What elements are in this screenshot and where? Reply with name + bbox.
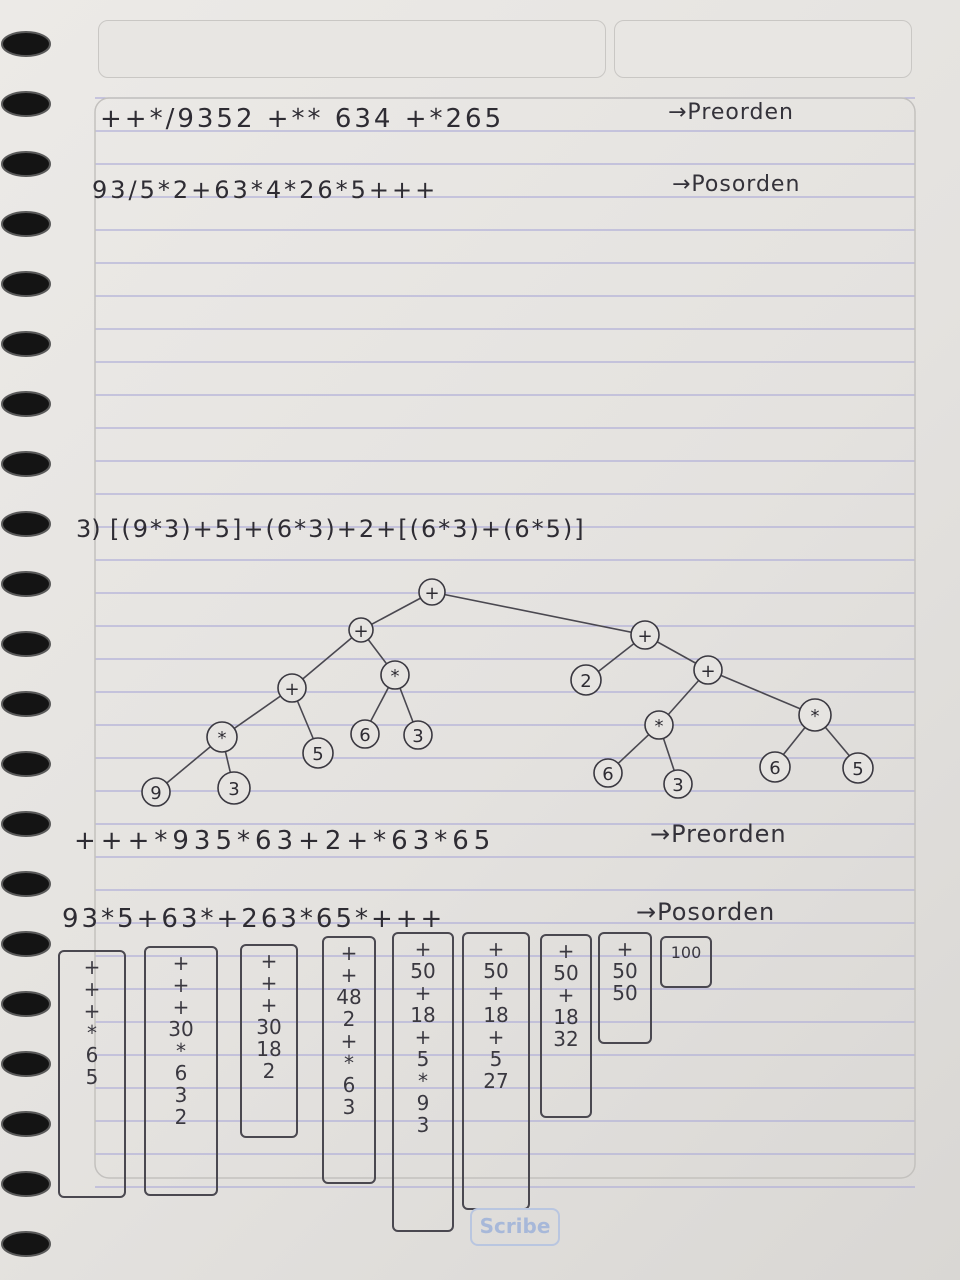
edge [291, 629, 362, 689]
svg-text:+: + [424, 583, 439, 604]
tree-leaf-3a: 3 [217, 771, 251, 805]
tree-node-lll: * [206, 721, 238, 753]
tree-node-lr: * [380, 660, 410, 690]
svg-text:*: * [218, 728, 227, 749]
tree-node-root: + [418, 578, 446, 606]
ex3-postorder-expression: 93*5+63*+263*65*+++ [62, 904, 446, 934]
svg-text:5: 5 [312, 744, 323, 765]
edge [431, 591, 646, 636]
spiral-binding [1, 31, 51, 1257]
tree-node-l: + [348, 617, 374, 643]
ex3-expression: [(9*3)+5]+(6*3)+2+[(6*3)+(6*5)] [110, 515, 586, 543]
tree-leaf-3b: 3 [403, 720, 433, 750]
ruled-lines [94, 97, 916, 1188]
ex1-preorder-label: →Preorden [668, 100, 794, 125]
svg-text:6: 6 [602, 764, 613, 785]
ex3-postorder-label: →Posorden [636, 898, 776, 926]
ex3-preorder-expression: +++*935*63+2+*63*65 [74, 826, 496, 856]
ex3-number: 3) [76, 515, 101, 543]
svg-text:3: 3 [412, 726, 423, 747]
svg-text:6: 6 [359, 725, 370, 746]
scribe-watermark: Scribe [470, 1208, 560, 1246]
ex1-postorder-expression: 93/5*2+63*4*26*5+++ [92, 176, 439, 204]
ex1-postorder-label: →Posorden [672, 172, 801, 197]
tree-node-ll: + [277, 673, 307, 703]
tree-leaf-9: 9 [141, 777, 171, 807]
svg-text:3: 3 [228, 779, 239, 800]
tree-leaf-3c: 3 [663, 769, 693, 799]
header-box-left [98, 20, 606, 78]
tree-node-rrr: * [798, 698, 832, 732]
tree-node-r: + [630, 620, 660, 650]
svg-text:5: 5 [852, 759, 863, 780]
tree-node-rr: + [693, 655, 723, 685]
tree-leaf-2: 2 [570, 664, 602, 696]
svg-text:+: + [637, 626, 652, 647]
tree-leaf-6a: 6 [350, 719, 380, 749]
svg-text:*: * [655, 716, 664, 737]
svg-text:+: + [284, 679, 299, 700]
svg-text:+: + [353, 621, 368, 642]
svg-text:2: 2 [580, 671, 591, 692]
svg-text:6: 6 [769, 758, 780, 779]
svg-text:*: * [391, 666, 400, 687]
stack-step-9-result: 100 [660, 936, 712, 988]
tree-leaf-5a: 5 [302, 737, 334, 769]
ex1-preorder-expression: ++*/9352 +** 634 +*265 [100, 104, 505, 134]
edge [707, 669, 816, 716]
svg-text:9: 9 [150, 783, 161, 804]
svg-text:3: 3 [672, 775, 683, 796]
tree-node-rrl: * [644, 710, 674, 740]
tree-leaf-5b: 5 [842, 752, 874, 784]
ex3-preorder-label: →Preorden [650, 820, 787, 848]
header-box-right [614, 20, 912, 78]
svg-text:+: + [700, 661, 715, 682]
tree-leaf-6b: 6 [593, 758, 623, 788]
expression-tree: + + + * 9 3 5 * 6 3 + 2 + * 6 3 * 6 5 [141, 578, 874, 807]
tree-leaf-6c: 6 [759, 751, 791, 783]
svg-text:*: * [811, 706, 820, 727]
